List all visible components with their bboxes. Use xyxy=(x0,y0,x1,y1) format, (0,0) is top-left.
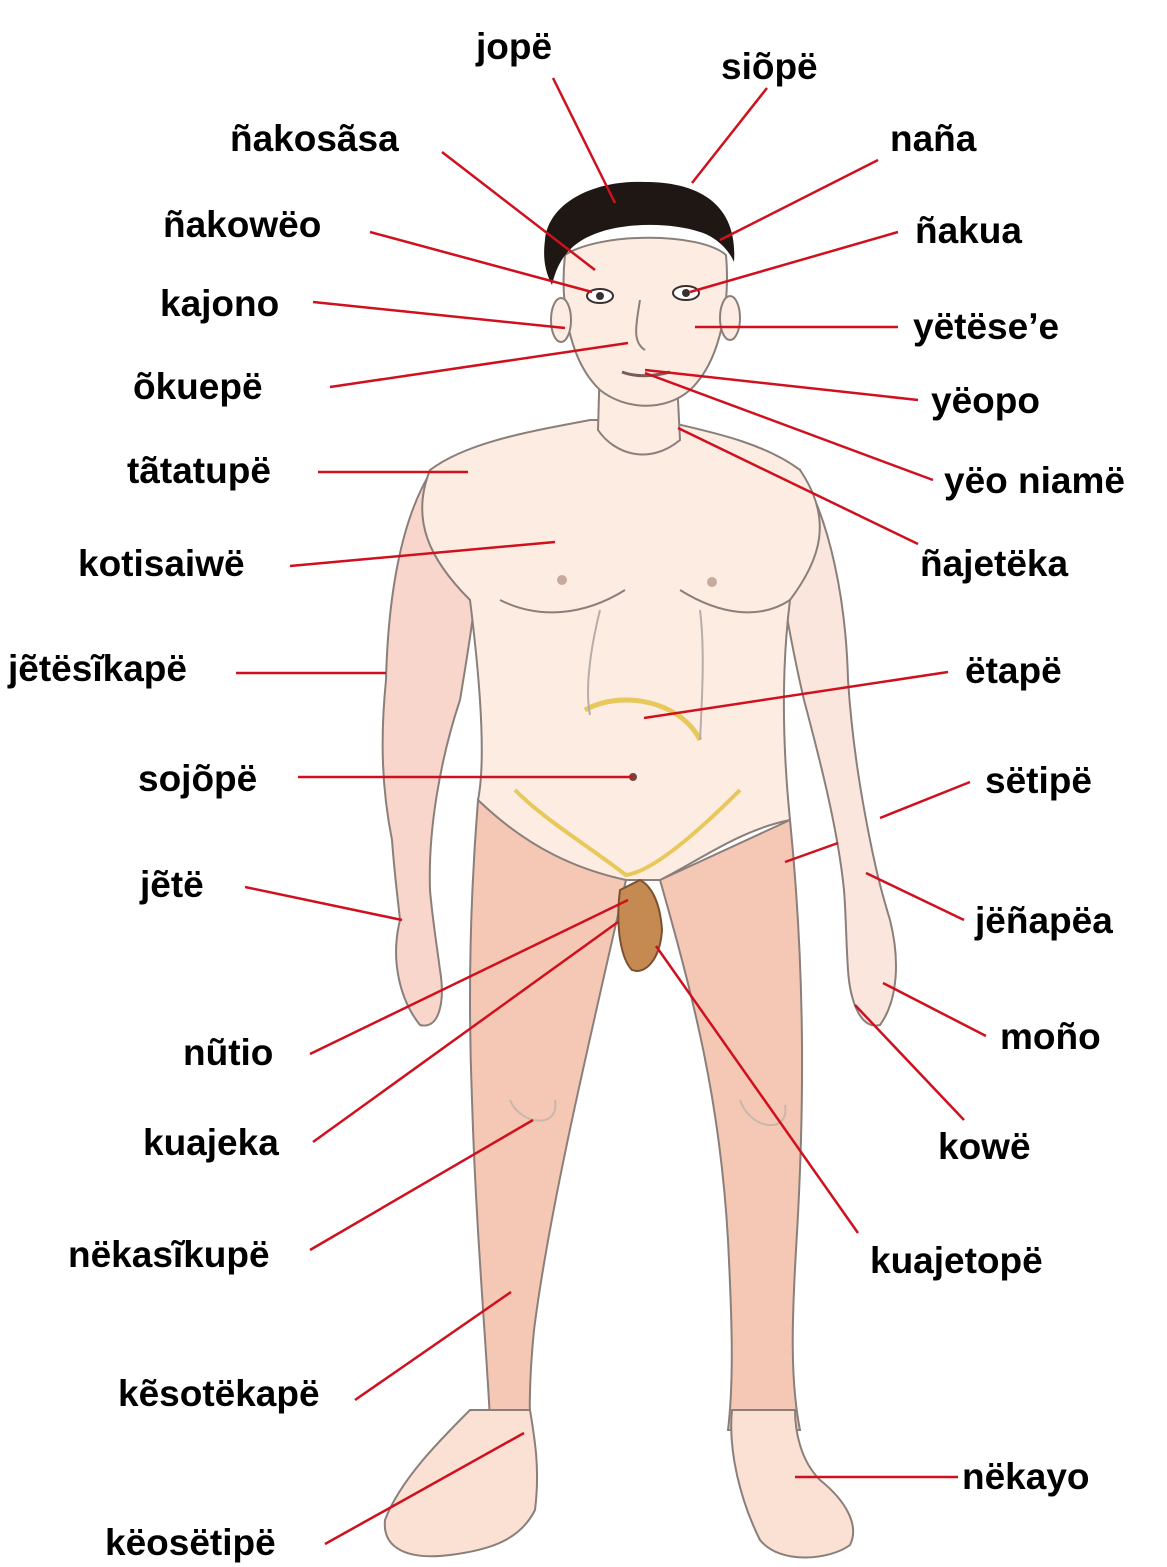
label-najeteka: ñajetëka xyxy=(920,545,1068,582)
label-nutio: nũtio xyxy=(183,1034,273,1071)
label-kuajetope: kuajetopë xyxy=(870,1242,1043,1279)
label-kajono: kajono xyxy=(160,285,279,322)
label-yeo-niame: yëo niamë xyxy=(944,462,1125,499)
leader-line-setipe xyxy=(880,782,970,818)
label-tatatupe: tãtatupë xyxy=(127,452,271,489)
label-jenapea: jëñapëa xyxy=(975,902,1113,939)
label-kowe: kowë xyxy=(938,1128,1031,1165)
leader-line-jope xyxy=(553,78,615,203)
label-nakoweo: ñakowëo xyxy=(163,206,321,243)
label-kesotekape: kẽsotëkapë xyxy=(118,1375,320,1412)
label-kuajeka: kuajeka xyxy=(143,1124,279,1161)
label-siope: siõpë xyxy=(721,48,818,85)
label-setipe: sëtipë xyxy=(985,762,1092,799)
leader-line-nana xyxy=(720,160,878,240)
label-nakua: ñakua xyxy=(915,212,1022,249)
label-jope: jopë xyxy=(476,28,552,65)
leader-line-kajono xyxy=(313,302,565,328)
label-mono: moño xyxy=(1000,1018,1101,1055)
label-nana: naña xyxy=(890,120,976,157)
label-jetesikape: jẽtësĩkapë xyxy=(8,650,187,687)
leader-line-kowe xyxy=(855,1005,964,1120)
label-nekayo: nëkayo xyxy=(962,1458,1090,1495)
leader-line-mono xyxy=(883,983,986,1036)
label-etape: ëtapë xyxy=(965,652,1062,689)
label-sojope: sojõpë xyxy=(138,760,257,797)
label-okuepe: õkuepë xyxy=(133,368,263,405)
label-keosetipe: këosëtipë xyxy=(105,1524,276,1561)
head xyxy=(564,238,727,406)
label-nekasikupe: nëkasĩkupë xyxy=(68,1236,270,1273)
label-yeopo: yëopo xyxy=(931,382,1040,419)
label-nakosasa: ñakosãsa xyxy=(230,120,399,157)
label-kotisaiwe: kotisaiwë xyxy=(78,545,245,582)
left-leg xyxy=(470,800,626,1480)
right-foot xyxy=(731,1410,853,1558)
label-jete: jẽtë xyxy=(140,866,204,903)
left-foot xyxy=(385,1410,537,1556)
leader-line-siope xyxy=(692,88,767,183)
genitals xyxy=(618,880,662,971)
label-yetesee: yëtëse’e xyxy=(913,308,1059,345)
leader-line-jete xyxy=(245,887,402,920)
